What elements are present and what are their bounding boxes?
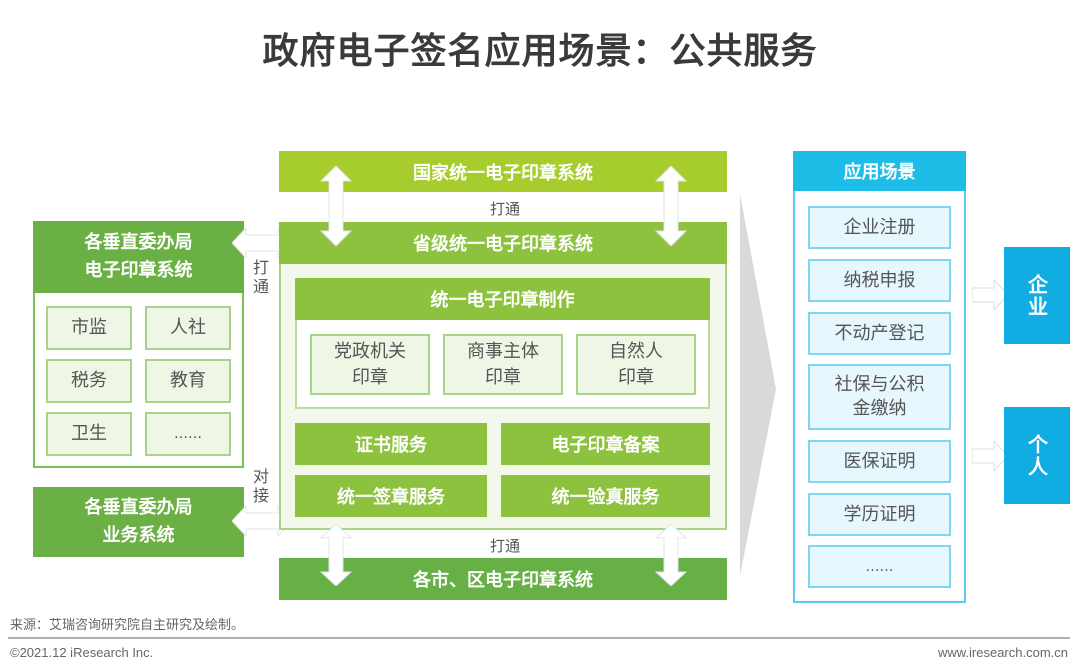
page-title: 政府电子签名应用场景：公共服务 bbox=[262, 31, 818, 72]
scenario-header: 应用场景 bbox=[793, 151, 966, 191]
seal-production-header: 统一电子印章制作 bbox=[295, 278, 710, 320]
double-arrow-horizontal-icon bbox=[232, 504, 292, 538]
service-item: 统一签章服务 bbox=[295, 475, 487, 517]
link-label-bottom: 打通 bbox=[489, 537, 520, 555]
source-note: 来源：艾瑞咨询研究院自主研究及绘制。 bbox=[10, 617, 245, 632]
vertical-seal-system-header: 各垂直委办局 电子印章系统 bbox=[33, 221, 244, 293]
business-line2: 业务系统 bbox=[102, 525, 175, 546]
national-seal-system: 国家统一电子印章系统 bbox=[279, 151, 727, 192]
provincial-seal-system: 省级统一电子印章系统 bbox=[279, 222, 727, 264]
seal-type-item: 自然人 印章 bbox=[576, 334, 696, 395]
scenario-item: 医保证明 bbox=[808, 440, 951, 483]
arrow-right-icon bbox=[972, 441, 1008, 471]
dept-item: 税务 bbox=[46, 359, 132, 403]
connector-label-bottom: 对 接 bbox=[252, 467, 269, 505]
header-line1: 各垂直委办局 bbox=[84, 232, 193, 253]
seal-type-item: 商事主体 印章 bbox=[443, 334, 563, 395]
double-arrow-vertical-icon bbox=[654, 166, 688, 246]
scenario-item: …… bbox=[808, 545, 951, 588]
scenario-item: 社保与公积 金缴纳 bbox=[808, 364, 951, 430]
seal-type-item: 党政机关 印章 bbox=[310, 334, 430, 395]
target-enterprise: 企业 bbox=[1004, 247, 1070, 344]
footer-divider bbox=[8, 637, 1070, 639]
double-arrow-vertical-icon bbox=[319, 524, 353, 586]
dept-item: 市监 bbox=[46, 306, 132, 350]
website: www.iresearch.com.cn bbox=[937, 645, 1068, 660]
scenario-item: 企业注册 bbox=[808, 206, 951, 249]
arrow-right-icon bbox=[972, 280, 1008, 310]
header-line2: 电子印章系统 bbox=[84, 260, 193, 281]
dept-item: 教育 bbox=[145, 359, 231, 403]
target-individual: 个人 bbox=[1004, 407, 1070, 504]
city-seal-system: 各市、区电子印章系统 bbox=[279, 558, 727, 600]
scenario-item: 学历证明 bbox=[808, 493, 951, 536]
dept-item: 卫生 bbox=[46, 412, 132, 456]
scenario-item: 纳税申报 bbox=[808, 259, 951, 302]
scenario-item: 不动产登记 bbox=[808, 312, 951, 355]
vertical-business-system-box: 各垂直委办局 业务系统 bbox=[33, 487, 244, 557]
double-arrow-vertical-icon bbox=[319, 166, 353, 246]
connector-label-top: 打 通 bbox=[252, 258, 269, 296]
service-item: 证书服务 bbox=[295, 423, 487, 465]
double-arrow-horizontal-icon bbox=[232, 226, 292, 260]
link-label-top: 打通 bbox=[489, 200, 520, 218]
service-item: 电子印章备案 bbox=[501, 423, 710, 465]
double-arrow-vertical-icon bbox=[654, 524, 688, 586]
service-item: 统一验真服务 bbox=[501, 475, 710, 517]
chevron-right-icon bbox=[740, 194, 776, 576]
dept-item: 人社 bbox=[145, 306, 231, 350]
copyright: ©2021.12 iResearch Inc. bbox=[10, 645, 154, 660]
dept-item: …… bbox=[145, 412, 231, 456]
business-line1: 各垂直委办局 bbox=[84, 497, 193, 518]
